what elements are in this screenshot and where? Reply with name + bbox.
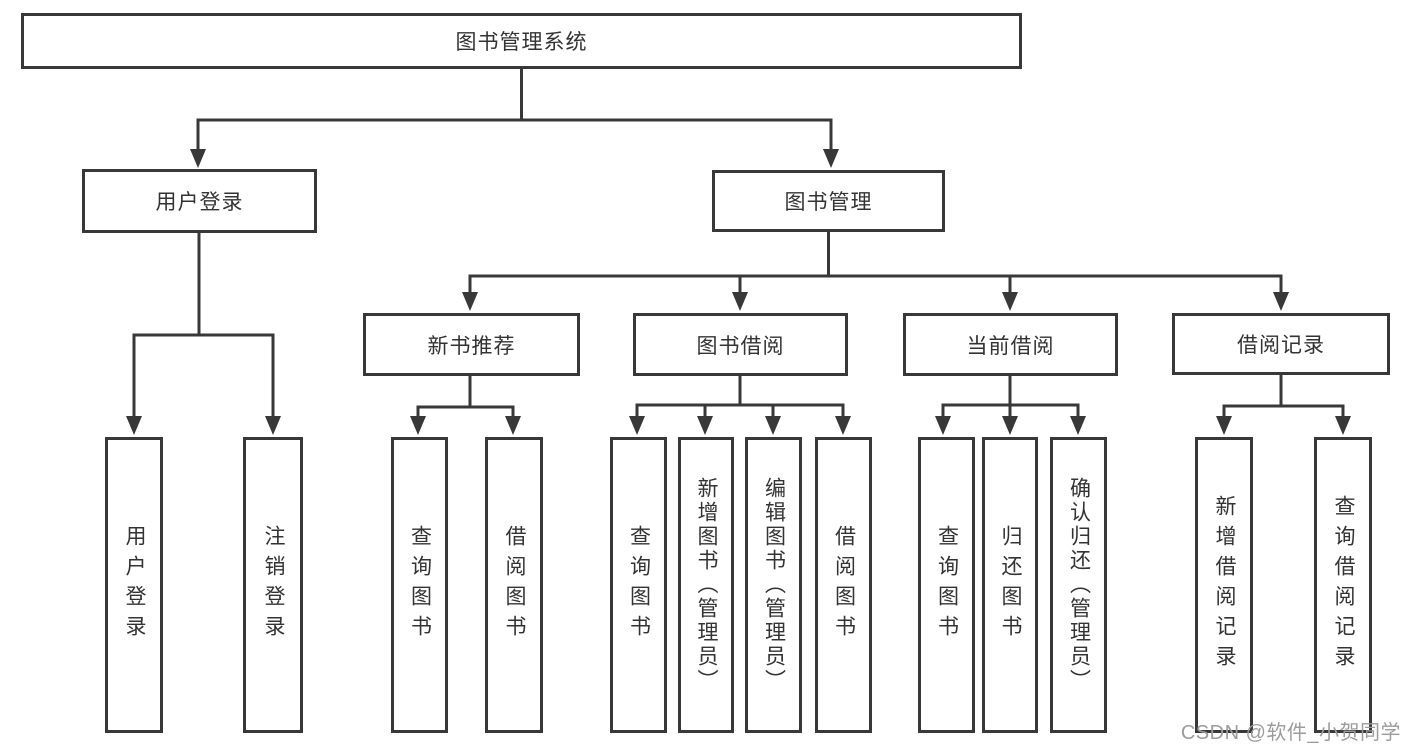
leaf-add-books-admin: 新增图书（管理员） (678, 437, 734, 733)
arrow-down-icon (410, 416, 426, 435)
leaf-confirm-return-admin: 确认归还（管理员） (1050, 437, 1107, 733)
leaf-query-borrow-record: 查询借阅记录 (1314, 437, 1372, 733)
leaf-query-books-1: 查询图书 (391, 437, 448, 733)
leaf-user-login: 用户登录 (105, 437, 163, 733)
arrow-down-icon (1335, 416, 1351, 435)
arrow-down-icon (1273, 292, 1289, 311)
node-book-management: 图书管理 (712, 170, 945, 232)
arrow-down-icon (697, 416, 713, 435)
node-current-borrow: 当前借阅 (903, 313, 1118, 376)
arrow-down-icon (505, 416, 521, 435)
csdn-watermark: CSDN @软件_小贺同学 (1180, 722, 1401, 744)
arrow-down-icon (265, 416, 281, 435)
arrow-down-icon (1070, 416, 1086, 435)
leaf-edit-books-admin: 编辑图书（管理员） (745, 437, 802, 733)
arrow-down-icon (835, 416, 851, 435)
node-user-login: 用户登录 (82, 169, 317, 233)
leaf-borrow-books-2: 借阅图书 (815, 437, 872, 733)
arrow-down-icon (1002, 292, 1018, 311)
node-new-book-recommend: 新书推荐 (363, 313, 580, 376)
leaf-logout: 注销登录 (243, 437, 303, 733)
leaf-add-borrow-record: 新增借阅记录 (1195, 437, 1253, 733)
connector-paths (132, 69, 1345, 424)
arrow-down-icon (823, 149, 839, 168)
arrow-down-icon (732, 292, 748, 311)
leaf-query-books-3: 查询图书 (918, 437, 975, 733)
arrow-down-icon (935, 416, 951, 435)
arrowheads (126, 149, 1351, 435)
arrow-down-icon (126, 416, 142, 435)
arrow-down-icon (190, 149, 206, 168)
arrow-down-icon (462, 292, 478, 311)
node-book-borrow: 图书借阅 (633, 313, 848, 376)
arrow-down-icon (1216, 416, 1232, 435)
node-library-management-system: 图书管理系统 (21, 13, 1022, 69)
node-borrow-records: 借阅记录 (1172, 313, 1390, 375)
leaf-borrow-books-1: 借阅图书 (485, 437, 543, 733)
leaf-return-books: 归还图书 (982, 437, 1038, 733)
arrow-down-icon (765, 416, 781, 435)
arrow-down-icon (1002, 416, 1018, 435)
arrow-down-icon (629, 416, 645, 435)
leaf-query-books-2: 查询图书 (610, 437, 667, 733)
